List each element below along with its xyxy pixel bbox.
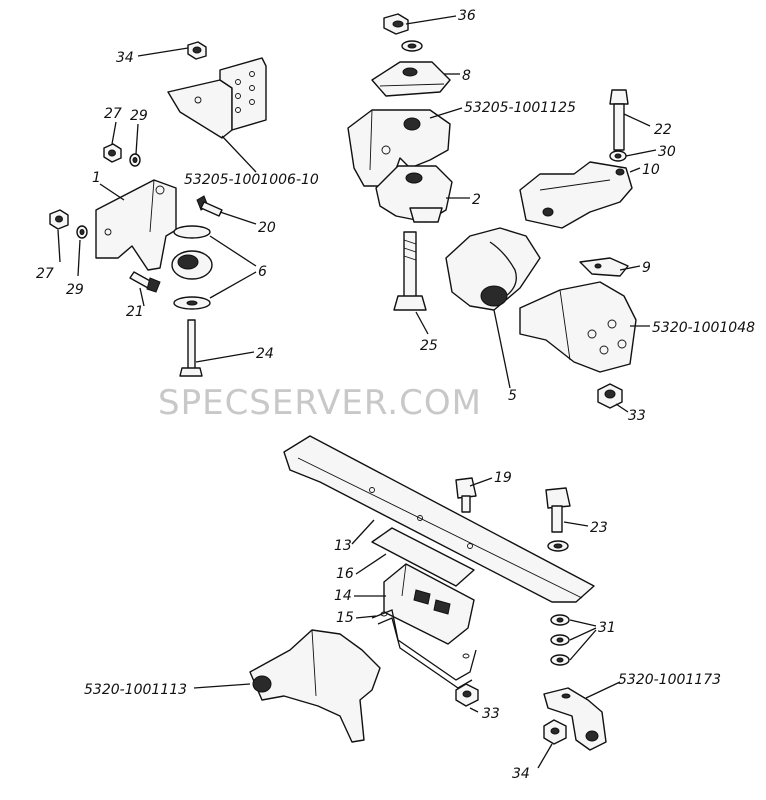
bracket-53205-1001125 [347,109,451,187]
bolt-21 [129,271,161,293]
plate-16 [371,527,475,587]
washer-30 [609,150,627,162]
label-5320-1001048: 5320-1001048 [652,320,755,336]
label-29-upper: 29 [130,108,148,124]
bolt-20 [196,195,223,217]
label-25: 25 [420,338,438,354]
cap-10 [519,161,633,229]
nut-27-upper [103,143,122,163]
label-27-lower: 27 [36,266,54,282]
label-9: 9 [642,260,651,276]
washer-29-upper [129,153,141,167]
bolt-19 [455,477,477,513]
crossmember-13 [283,435,595,603]
nut-34-bottom [543,719,567,745]
label-5: 5 [508,388,517,404]
bracket-5320-1001048 [519,281,637,373]
label-29-lower: 29 [66,282,84,298]
label-27-upper: 27 [104,106,122,122]
label-36: 36 [458,8,476,24]
label-33-upper: 33 [628,408,646,424]
nut-34-top [187,41,207,60]
label-8: 8 [462,68,471,84]
leader-5-line [493,309,511,389]
plate-9 [579,257,629,277]
washer-29-lower [76,225,88,239]
nut-27-lower [49,209,69,230]
upper-right-mount-assembly [445,89,637,409]
nut-33-lower [455,683,479,707]
label-6: 6 [258,264,267,280]
nut-36 [383,13,423,52]
label-16: 16 [336,566,354,582]
clamp-5 [445,227,541,311]
label-34-bottom: 34 [512,766,530,782]
label-5320-1001173: 5320-1001173 [618,672,721,688]
bolt-25 [393,231,427,311]
label-19: 19 [494,470,512,486]
label-15: 15 [336,610,354,626]
label-53205-1001006-10: 53205-1001006-10 [184,172,319,188]
label-24: 24 [256,346,274,362]
label-5320-1001113: 5320-1001113 [84,682,187,698]
label-34-top: 34 [116,50,134,66]
label-22: 22 [654,122,672,138]
rubber-cushion-6 [171,225,213,310]
bolt-22 [609,89,629,151]
watermark: SPECSERVER.COM [158,383,482,423]
bracket-1 [95,179,177,271]
leader-lines [57,15,657,769]
label-14: 14 [334,588,352,604]
label-21: 21 [126,304,144,320]
cap-8 [371,61,451,97]
washer-23 [547,540,569,552]
label-30: 30 [658,144,676,160]
bracket-5320-1001173 [543,687,607,751]
cushion-2 [375,165,453,223]
label-20: 20 [258,220,276,236]
washers-31 [550,614,570,666]
rear-support-assembly [249,435,607,751]
bolt-24 [179,319,203,377]
upper-center-mount-assembly [347,13,453,311]
label-23: 23 [590,520,608,536]
label-13: 13 [334,538,352,554]
bracket-53205-1001006-10 [167,57,267,139]
label-2: 2 [472,192,481,208]
nut-33-upper [597,383,623,409]
label-33-lower: 33 [482,706,500,722]
part-labels: 34 27 29 1 53205-1001006-10 20 27 29 6 2… [36,8,755,782]
bolt-23 [545,487,571,533]
front-left-mount-assembly [49,41,267,377]
label-1: 1 [92,170,101,186]
label-53205-1001125: 53205-1001125 [464,100,576,116]
label-10: 10 [642,162,660,178]
label-31: 31 [598,620,616,636]
bracket-5320-1001113 [249,629,381,743]
